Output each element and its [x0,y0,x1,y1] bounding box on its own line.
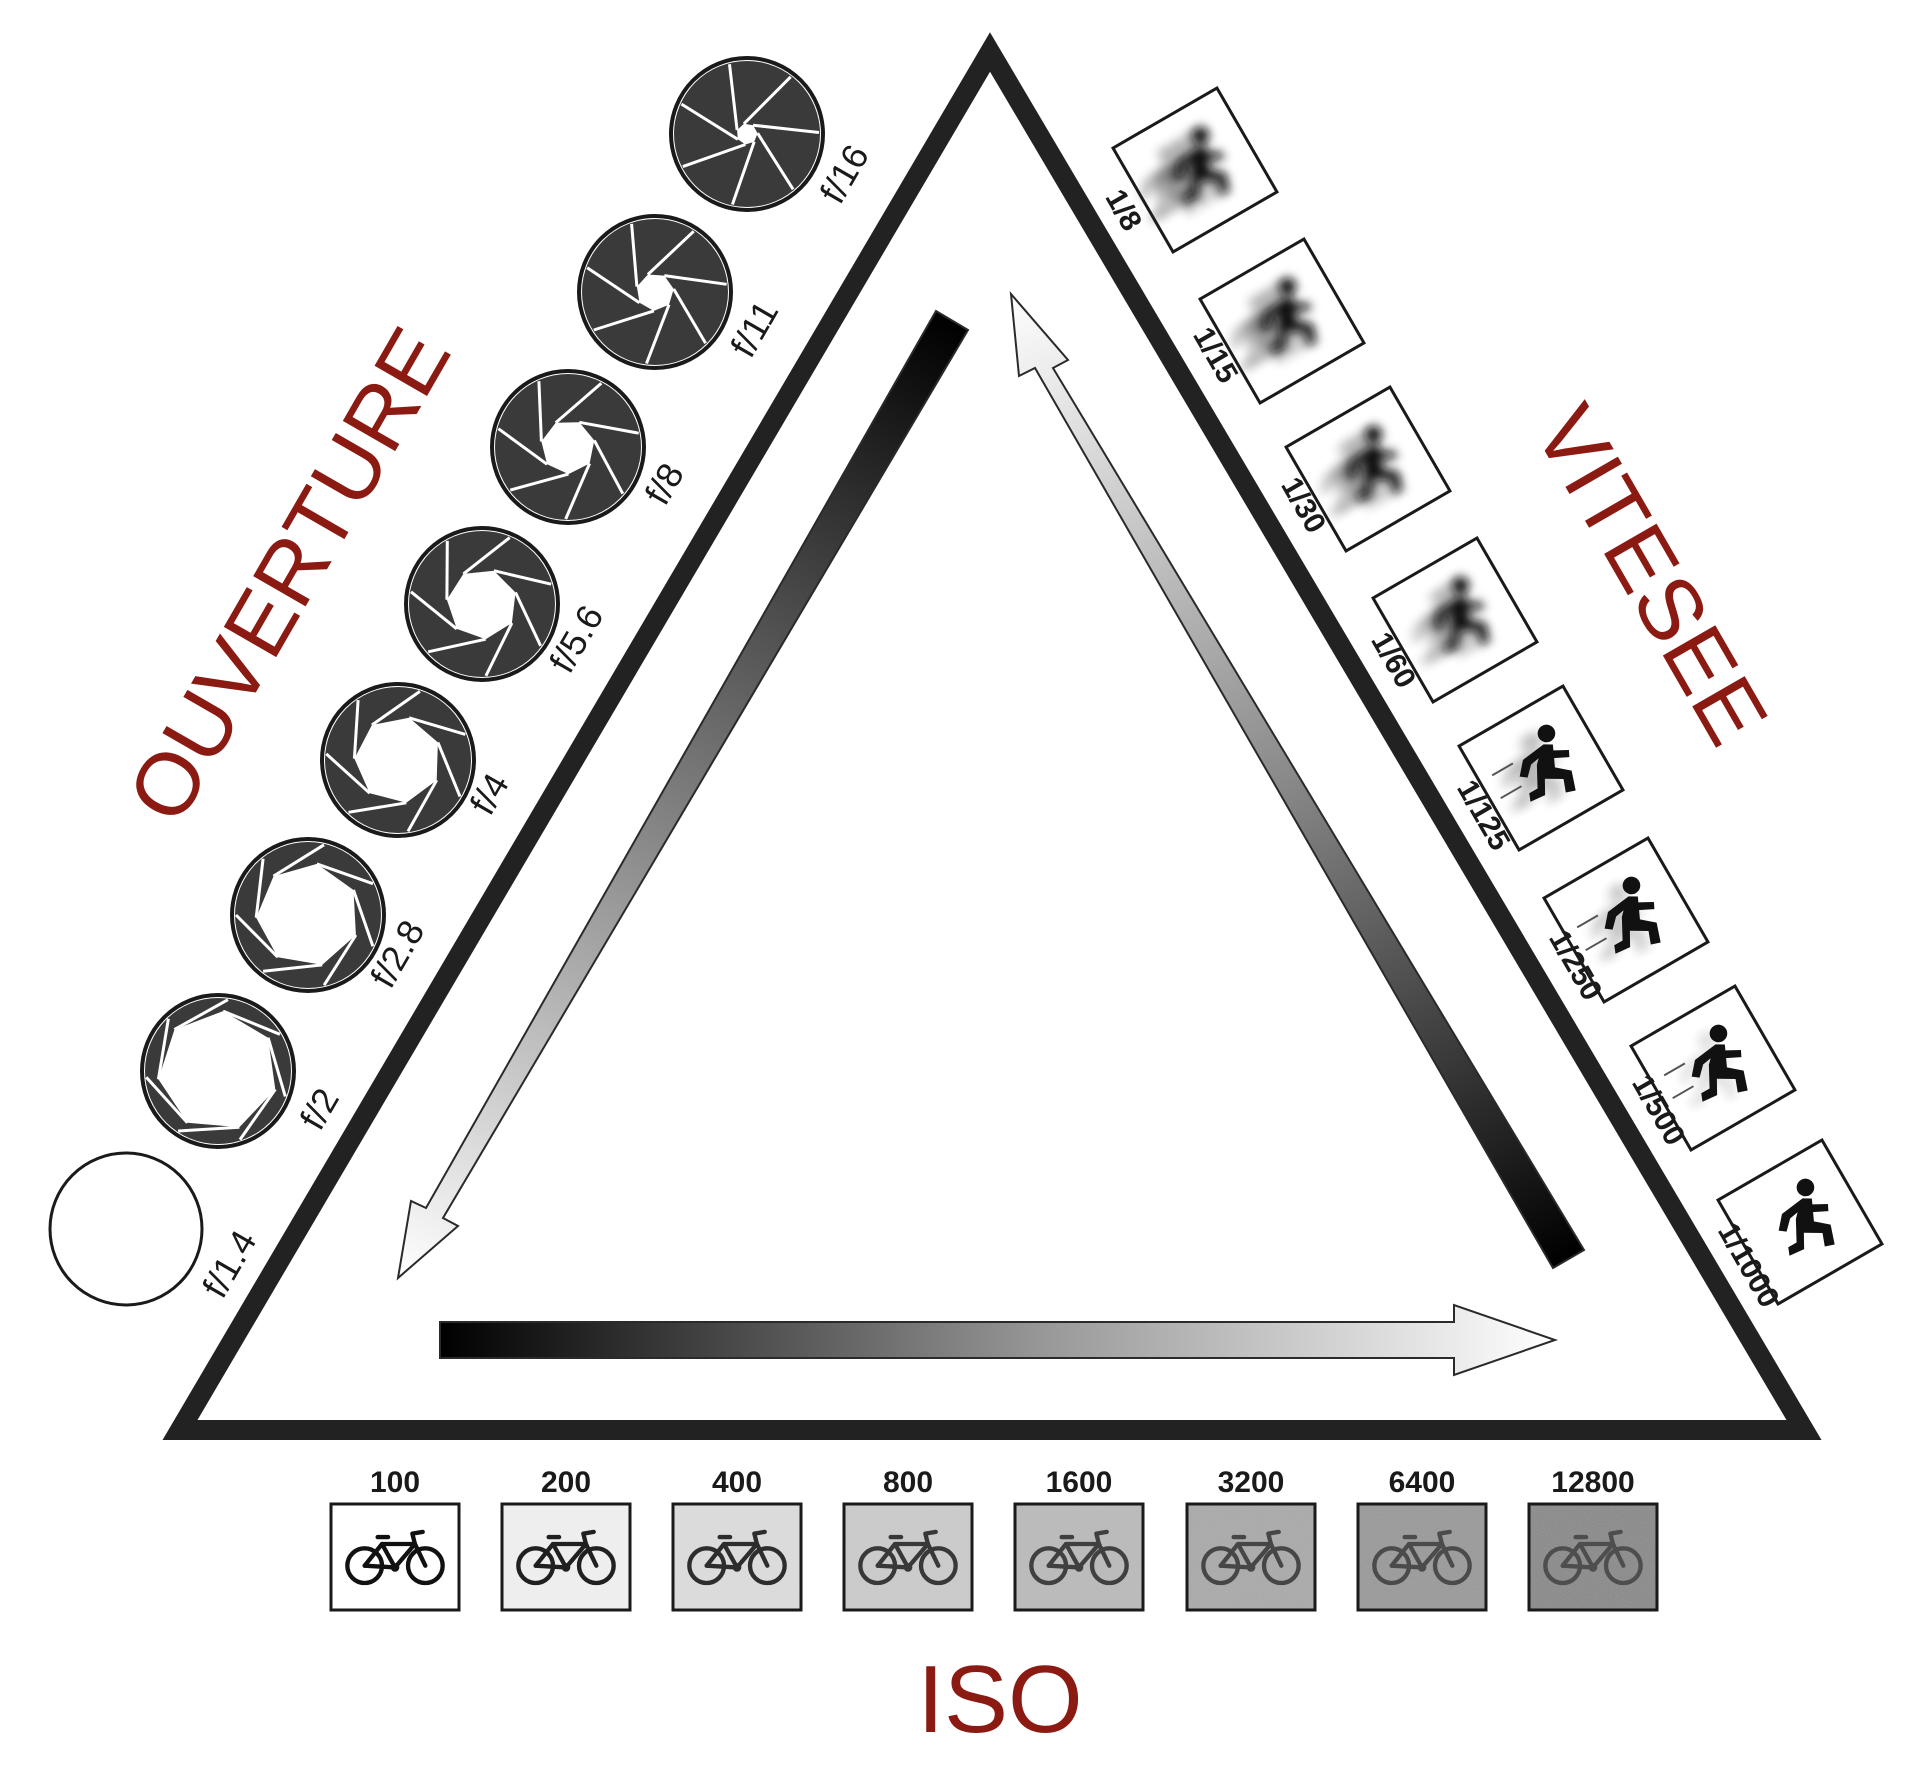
iso-value-label: 100 [370,1466,420,1499]
shutter-frame [1197,236,1367,406]
shutter-frame [1628,983,1798,1153]
aperture-icon [320,682,476,838]
shutter-frame [1456,683,1626,853]
iso-value-label: 3200 [1218,1466,1285,1499]
iso-value-label: 1600 [1046,1466,1113,1499]
exposure-triangle [162,32,1822,1440]
shutter-frame [1283,384,1453,554]
iso-title: ISO [917,1646,1082,1753]
iso-sample-frame [1185,1502,1317,1612]
aperture-icon [669,56,825,212]
running-person-icon [1659,1020,1761,1121]
iso-scale: 100 200 400 800 1600 3200 6400 12800 [329,1466,1659,1612]
iso-value-label: 800 [883,1466,933,1499]
iso-value-label: 400 [712,1466,762,1499]
arrow-iso-direction [439,1303,1559,1377]
aperture-stop-label: f/8 [636,456,692,511]
iso-sample-frame [1356,1502,1488,1612]
aperture-icon [48,1151,204,1307]
running-person-icon [1569,872,1674,975]
iso-sample-frame [671,1502,803,1612]
aperture-icon [230,837,386,993]
shutter-frame [1715,1137,1885,1307]
running-person-icon [1480,720,1589,825]
iso-sample-frame [1013,1502,1145,1612]
shutter-frame [1110,85,1280,255]
iso-value-label: 200 [541,1466,591,1499]
aperture-icon [404,526,560,682]
aperture-stop-label: f/2 [291,1081,347,1136]
iso-value-label: 6400 [1389,1466,1456,1499]
shutter-frame [1370,535,1540,705]
arrow-aperture-direction [396,309,970,1281]
iso-sample-frame [329,1502,461,1612]
shutter-frame [1541,835,1711,1005]
iso-sample-frame [1527,1502,1659,1612]
iso-value-label: 12800 [1551,1466,1634,1499]
iso-sample-frame [842,1502,974,1612]
aperture-scale: f/1.4f/2f/2.8f/4f/5.6f/8f/11f/16 [48,56,877,1307]
arrow-speed-direction [1009,290,1586,1270]
aperture-icon [577,214,733,370]
aperture-icon [490,369,646,525]
iso-sample-frame [500,1502,632,1612]
aperture-icon [140,993,296,1149]
